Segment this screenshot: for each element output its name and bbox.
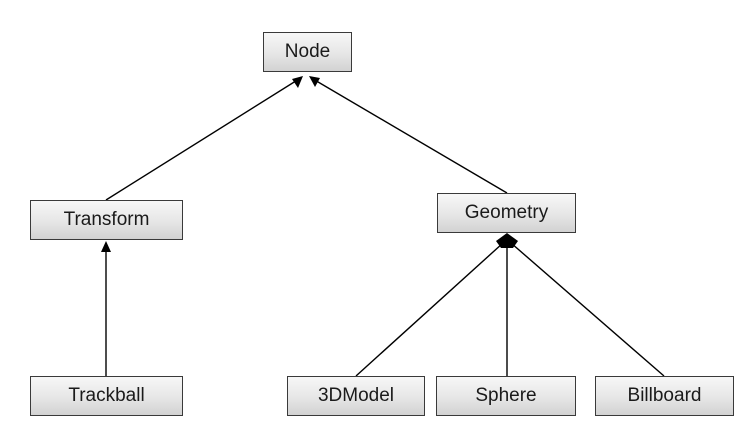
arrowhead-geometry-to-node [309, 76, 320, 87]
class-geometry-label: Geometry [464, 202, 549, 223]
class-transform-box[interactable]: Transform [30, 200, 183, 240]
class-trackball-label: Trackball [68, 385, 145, 406]
connector-geometry-to-node [312, 78, 508, 194]
connector-billboard-to-geometry [510, 242, 665, 377]
class-transform-label: Transform [63, 209, 150, 230]
class-billboard-box[interactable]: Billboard [595, 376, 734, 416]
class-billboard-label: Billboard [627, 385, 702, 406]
class-node-box[interactable]: Node [263, 32, 352, 72]
class-node-label: Node [284, 41, 331, 62]
arrowhead-children-to-geometry [496, 233, 518, 248]
class-trackball-box[interactable]: Trackball [30, 376, 183, 416]
arrowhead-transform-to-node [292, 76, 303, 88]
class-3dmodel-label: 3DModel [317, 385, 395, 406]
connector-3dmodel-to-geometry [355, 242, 504, 377]
class-geometry-box[interactable]: Geometry [437, 193, 576, 233]
connector-transform-to-node [105, 78, 300, 201]
class-sphere-label: Sphere [475, 385, 537, 406]
class-sphere-box[interactable]: Sphere [436, 376, 576, 416]
arrowhead-trackball-to-transform [101, 241, 111, 252]
class-3dmodel-box[interactable]: 3DModel [287, 376, 425, 416]
